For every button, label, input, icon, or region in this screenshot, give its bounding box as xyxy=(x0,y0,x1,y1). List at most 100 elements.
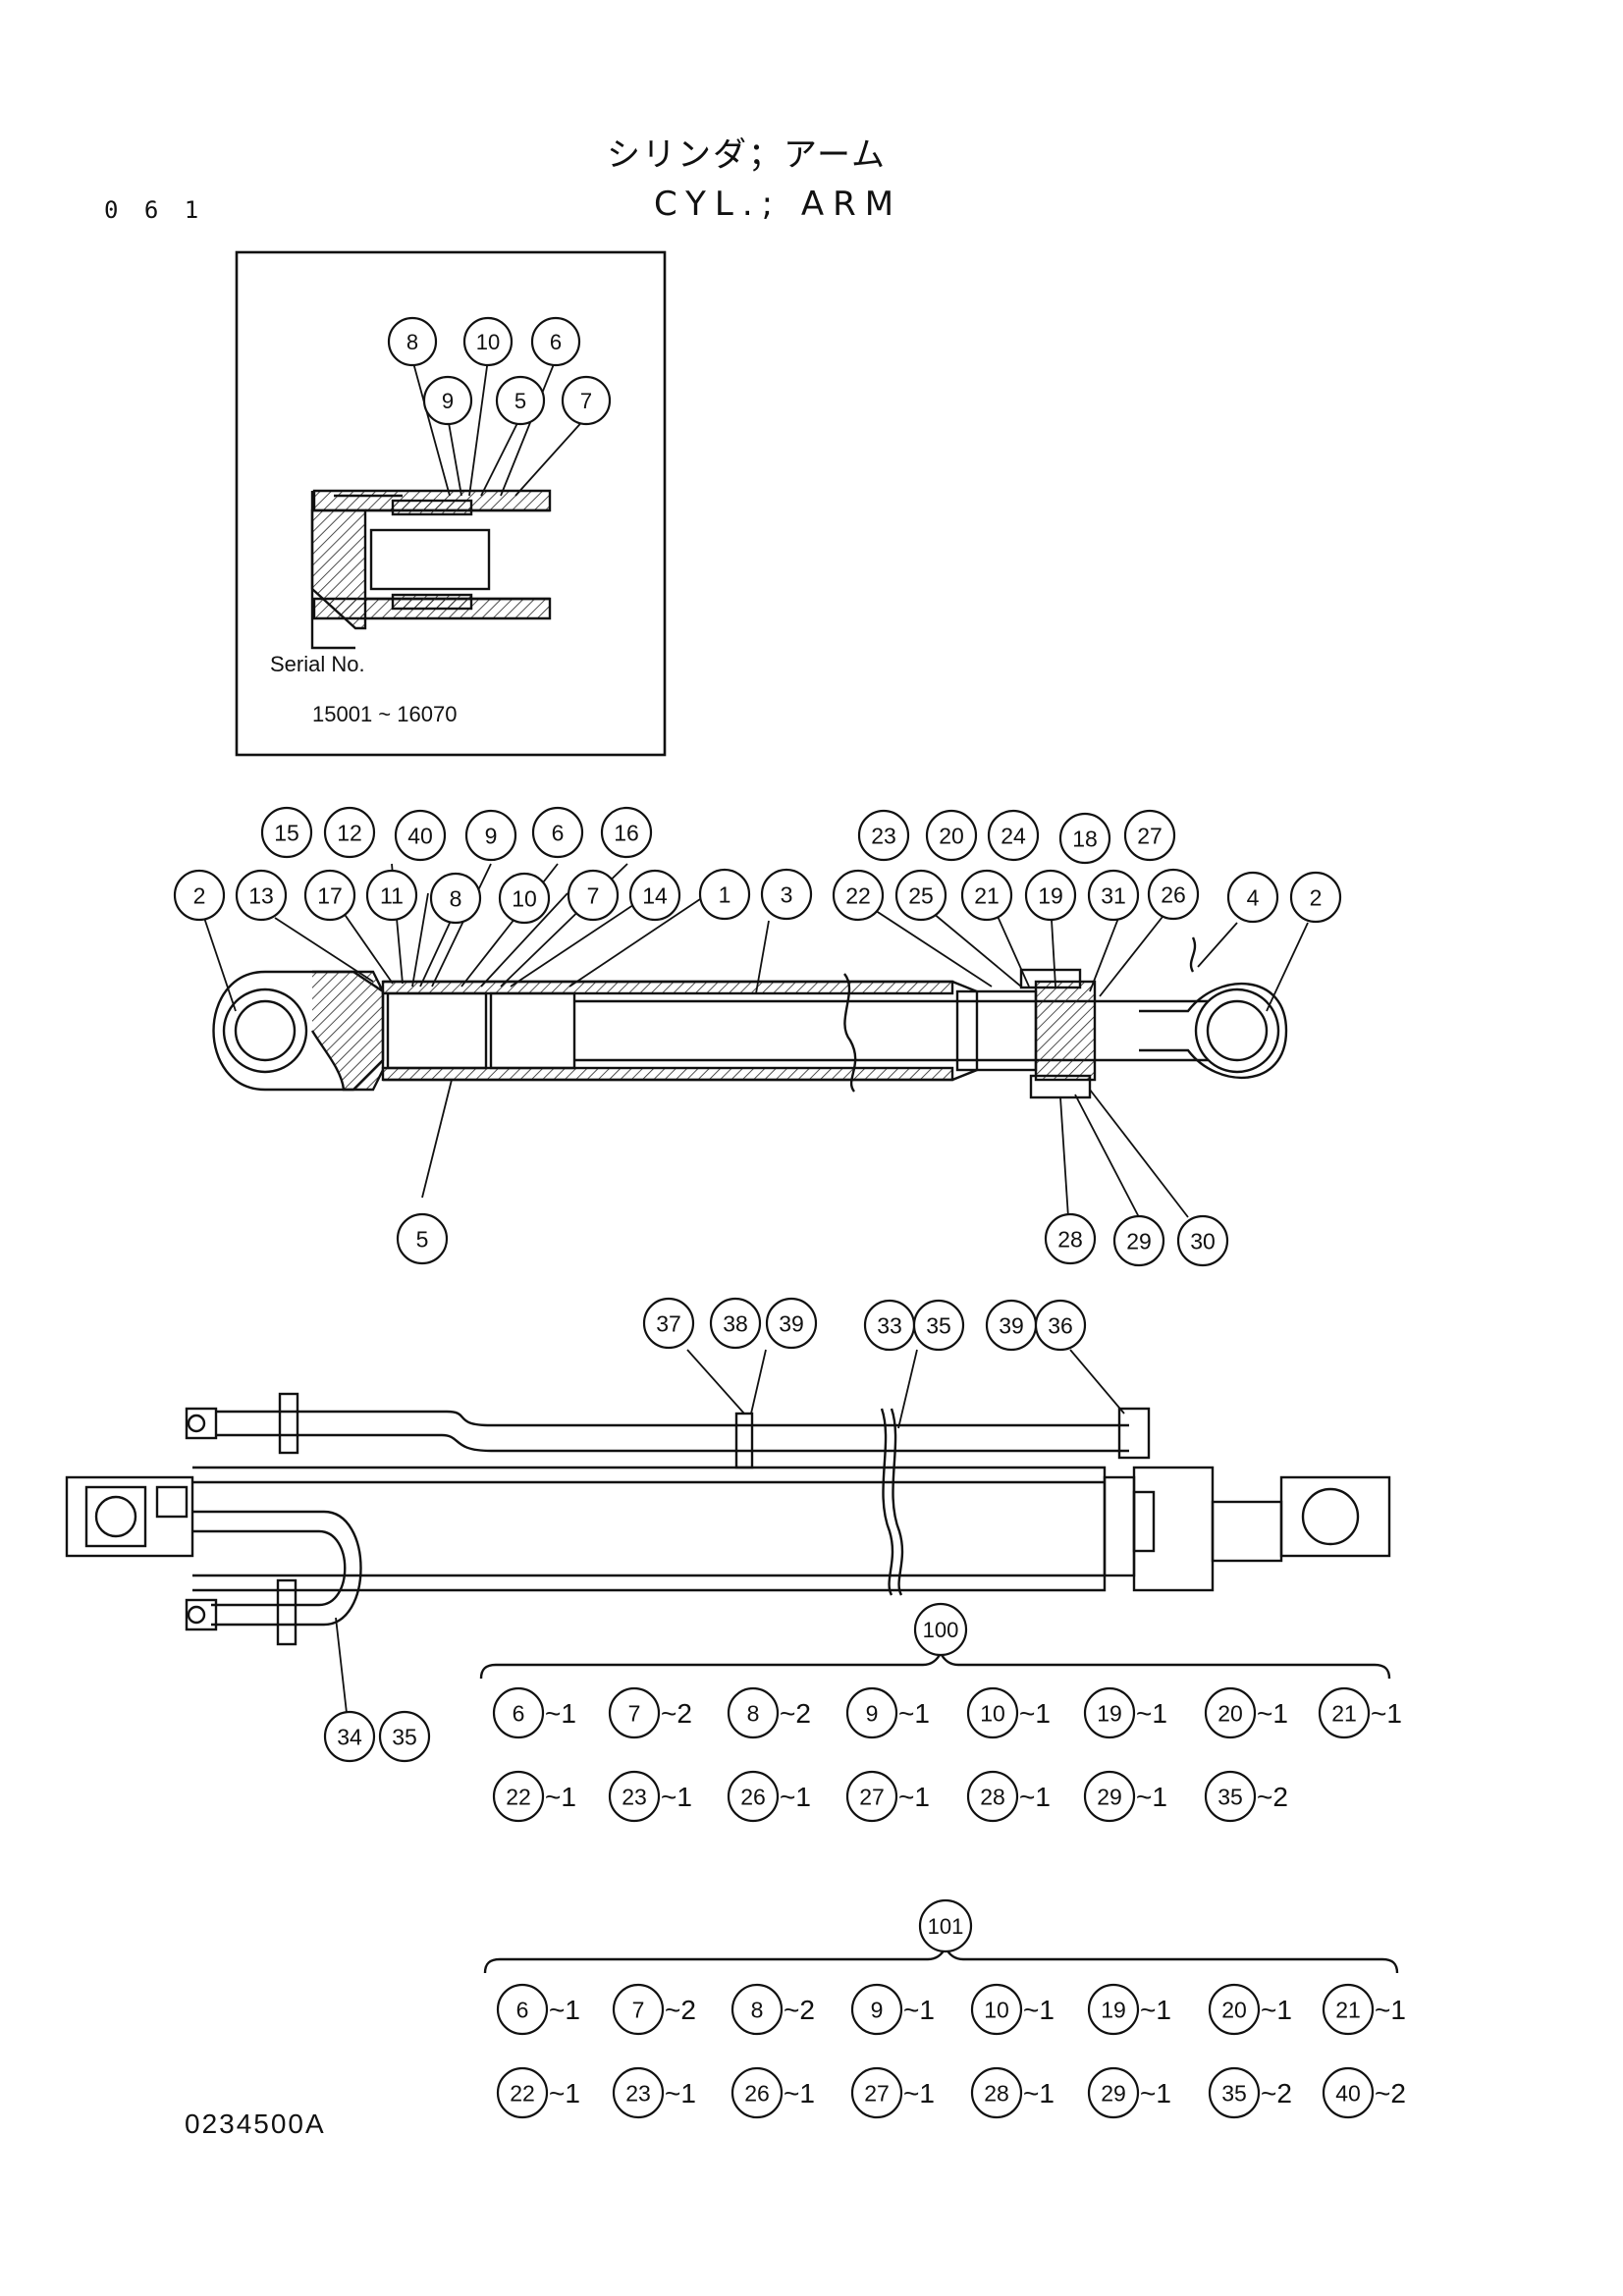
kit-part-callout: 21 xyxy=(1318,1686,1371,1739)
kit-part-callout-circle xyxy=(1208,1983,1261,2036)
kit-part-qty: ~2 xyxy=(1375,2078,1406,2109)
kit-part-qty: ~2 xyxy=(1261,2078,1292,2109)
section-callout-circle xyxy=(832,869,885,922)
section-callout-label: 2 xyxy=(193,882,206,908)
inset-callout: 10 xyxy=(462,316,514,367)
kit-part-qty: ~1 xyxy=(545,1698,576,1729)
external-callout-circle xyxy=(1034,1299,1087,1352)
kit-part-callout: 7 xyxy=(612,1983,665,2036)
section-callout: 9 xyxy=(464,809,517,862)
serial-label: Serial No. xyxy=(270,652,365,676)
kit-part-callout-label: 28 xyxy=(980,1784,1005,1809)
external-callout: 35 xyxy=(378,1710,431,1763)
section-callout-label: 30 xyxy=(1190,1228,1216,1254)
kit-part-callout-label: 21 xyxy=(1331,1700,1357,1726)
section-callout-label: 14 xyxy=(642,882,668,908)
kit-part-callout-circle xyxy=(1318,1686,1371,1739)
kit-part-callout-circle xyxy=(1087,2066,1140,2119)
kit-part-callout-circle xyxy=(1322,2066,1375,2119)
kit-part-callout-label: 27 xyxy=(859,1784,885,1809)
kit-part-callout-label: 29 xyxy=(1101,2080,1126,2106)
kit-part-qty: ~1 xyxy=(1136,1698,1167,1729)
inset-callout-circle xyxy=(495,375,546,426)
kit-part-callout-label: 23 xyxy=(625,2080,651,2106)
kit-part-callout-label: 10 xyxy=(980,1700,1005,1726)
kit-part-qty: ~1 xyxy=(1019,1698,1051,1729)
section-callout: 25 xyxy=(894,869,947,922)
kit-101-label-label: 101 xyxy=(928,1914,964,1939)
cylinder-section-view xyxy=(212,936,1288,1099)
kit-part-qty: ~1 xyxy=(1140,2078,1171,2109)
inset-callout-circle xyxy=(422,375,473,426)
section-callout-label: 11 xyxy=(380,882,404,908)
kit-100-label-label: 100 xyxy=(923,1618,959,1642)
section-callout-circle xyxy=(987,809,1040,862)
kit-part-callout-circle xyxy=(1087,1983,1140,2036)
external-callout-label: 35 xyxy=(392,1724,417,1749)
title-japanese: シリンダ；アーム xyxy=(607,135,887,175)
section-callout: 23 xyxy=(857,809,910,862)
kit-part-callout: 28 xyxy=(966,1770,1019,1823)
kit-part-callout-label: 35 xyxy=(1221,2080,1247,2106)
cylinder-external-view xyxy=(65,1392,1391,1646)
kit-part-callout-label: 22 xyxy=(510,2080,535,2106)
kit-part-callout: 8 xyxy=(730,1983,784,2036)
external-callout: 34 xyxy=(323,1710,376,1763)
kit-part-callout-circle xyxy=(608,1770,661,1823)
section-callout-circle xyxy=(1024,869,1077,922)
section-callout-label: 3 xyxy=(781,881,793,907)
section-callout-circle xyxy=(857,809,910,862)
inset-callout: 8 xyxy=(387,316,438,367)
external-callout-label: 33 xyxy=(877,1312,902,1338)
section-callout-label: 16 xyxy=(614,820,639,845)
section-callout-label: 25 xyxy=(908,882,934,908)
kit-100-label-circle xyxy=(913,1602,968,1657)
kit-part-callout-circle xyxy=(850,2066,903,2119)
inset-callout-label: 10 xyxy=(476,330,500,354)
inset-callout-label: 9 xyxy=(442,389,454,413)
external-callout-label: 37 xyxy=(656,1310,681,1336)
section-callout: 24 xyxy=(987,809,1040,862)
kit-part-callout: 8 xyxy=(727,1686,780,1739)
kit-part-callout-circle xyxy=(730,1983,784,2036)
kit-part-callout-label: 7 xyxy=(632,1997,645,2022)
external-callout: 38 xyxy=(709,1297,762,1350)
kit-part-qty: ~1 xyxy=(549,2078,580,2109)
kit-part-callout-label: 23 xyxy=(622,1784,647,1809)
kit-part-callout: 6 xyxy=(496,1983,549,2036)
section-callout: 26 xyxy=(1147,868,1200,921)
section-callout: 27 xyxy=(1123,809,1176,862)
kit-part-callout-circle xyxy=(966,1686,1019,1739)
inset-callout-circle xyxy=(530,316,581,367)
kit-part-callout-circle xyxy=(845,1770,898,1823)
section-callout: 14 xyxy=(628,869,681,922)
section-callout: 28 xyxy=(1044,1212,1097,1265)
kit-part-callout: 28 xyxy=(970,2066,1023,2119)
section-callout-label: 40 xyxy=(407,823,433,848)
section-callout: 12 xyxy=(323,806,376,859)
kit-part-callout-circle xyxy=(612,2066,665,2119)
inset-callout-label: 5 xyxy=(514,389,526,413)
kit-part-qty: ~2 xyxy=(1257,1782,1288,1812)
section-callout-label: 27 xyxy=(1137,823,1163,848)
section-callout-circle xyxy=(1289,871,1342,924)
kit-part-qty: ~1 xyxy=(903,1995,935,2025)
section-callout: 22 xyxy=(832,869,885,922)
kit-part-qty: ~1 xyxy=(1023,1995,1055,2025)
external-callout-circle xyxy=(765,1297,818,1350)
kit-101-label-circle xyxy=(918,1898,973,1953)
inset-callout-circle xyxy=(462,316,514,367)
kit-part-callout-label: 20 xyxy=(1221,1997,1247,2022)
section-callout: 6 xyxy=(531,806,584,859)
section-callout: 29 xyxy=(1112,1214,1165,1267)
kit-part-callout-circle xyxy=(730,2066,784,2119)
inset-callout: 6 xyxy=(530,316,581,367)
kit-part-callout-label: 40 xyxy=(1335,2080,1361,2106)
section-callout-circle xyxy=(600,806,653,859)
external-callout-label: 39 xyxy=(779,1310,804,1336)
kit-part-qty: ~1 xyxy=(1257,1698,1288,1729)
kit-part-callout-circle xyxy=(1204,1770,1257,1823)
kit-part-callout-label: 26 xyxy=(740,1784,766,1809)
kit-part-qty: ~1 xyxy=(780,1782,811,1812)
